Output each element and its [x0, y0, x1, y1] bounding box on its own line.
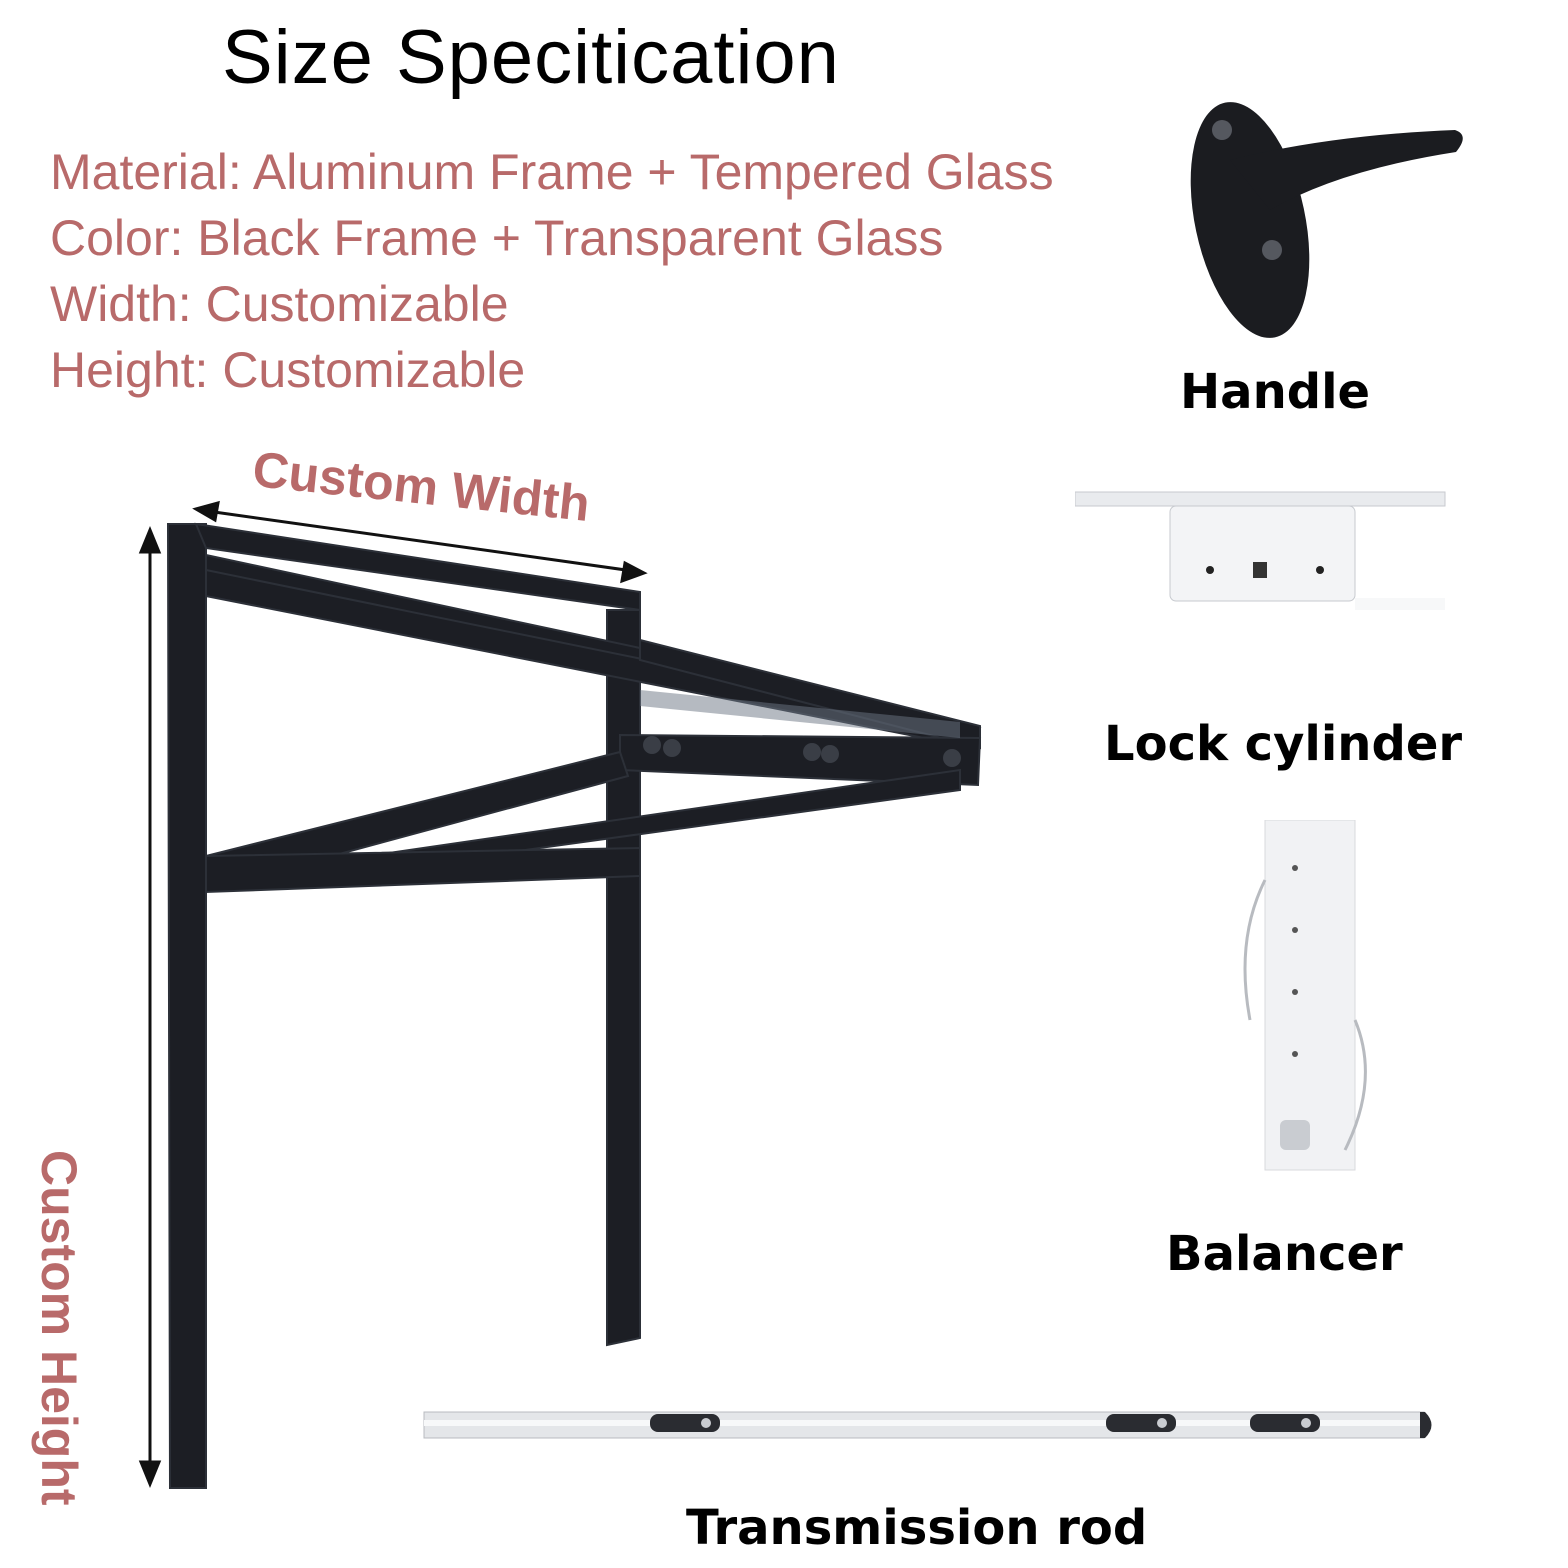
balancer-icon	[1243, 820, 1367, 1171]
page-title: Size Specitication	[222, 15, 840, 100]
custom-height-label: Custom Height	[31, 1150, 87, 1506]
spec-width: Width: Customizable	[50, 276, 509, 332]
balancer-label: Balancer	[1166, 1226, 1403, 1282]
transmission-rod-label: Transmission rod	[686, 1500, 1148, 1556]
glass-pane	[640, 690, 960, 738]
spec-color: Color: Black Frame + Transparent Glass	[50, 210, 944, 266]
handle-icon	[1190, 102, 1463, 338]
spec-material: Material: Aluminum Frame + Tempered Glas…	[50, 144, 1054, 200]
transmission-rod-icon	[423, 1411, 1432, 1439]
hinge-hardware	[643, 736, 961, 767]
lock-cylinder-label: Lock cylinder	[1104, 716, 1463, 772]
handle-label: Handle	[1180, 364, 1371, 420]
lock-cylinder-icon	[1075, 491, 1446, 610]
height-dimension-arrow	[138, 526, 162, 1488]
frame-structure	[166, 522, 982, 1489]
spec-height: Height: Customizable	[50, 342, 526, 398]
width-dimension-arrow	[192, 500, 648, 584]
